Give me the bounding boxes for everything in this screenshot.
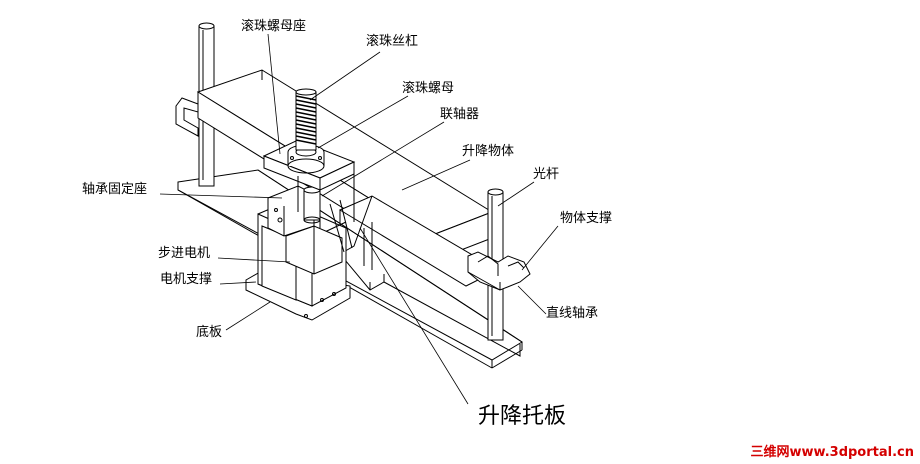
label-motor-support: 电机支撑 — [160, 272, 213, 287]
right-body-support — [467, 251, 531, 291]
coupling — [303, 186, 321, 224]
label-ball-nut-seat: 滚珠螺母座 — [241, 19, 307, 34]
watermark-text: 三维网www.3dportal.cn — [750, 445, 914, 460]
label-stepper-motor: 步进电机 — [158, 246, 211, 261]
leader-lines — [159, 33, 559, 405]
label-body-support: 物体支撑 — [560, 211, 613, 226]
label-lifting-tray: 升降托板 — [478, 404, 567, 429]
label-linear-bearing: 直线轴承 — [546, 306, 599, 321]
label-polished-rod: 光杆 — [533, 167, 560, 182]
label-base-plate: 底板 — [196, 325, 223, 340]
left-body-support — [175, 97, 199, 137]
label-bearing-fixed-seat: 轴承固定座 — [82, 182, 148, 197]
ball-screw — [295, 88, 317, 151]
label-ball-nut: 滚珠螺母 — [402, 81, 455, 96]
label-ball-screw: 滚珠丝杠 — [366, 34, 419, 49]
label-lifting-body: 升降物体 — [462, 144, 515, 159]
label-coupling: 联轴器 — [440, 107, 480, 122]
